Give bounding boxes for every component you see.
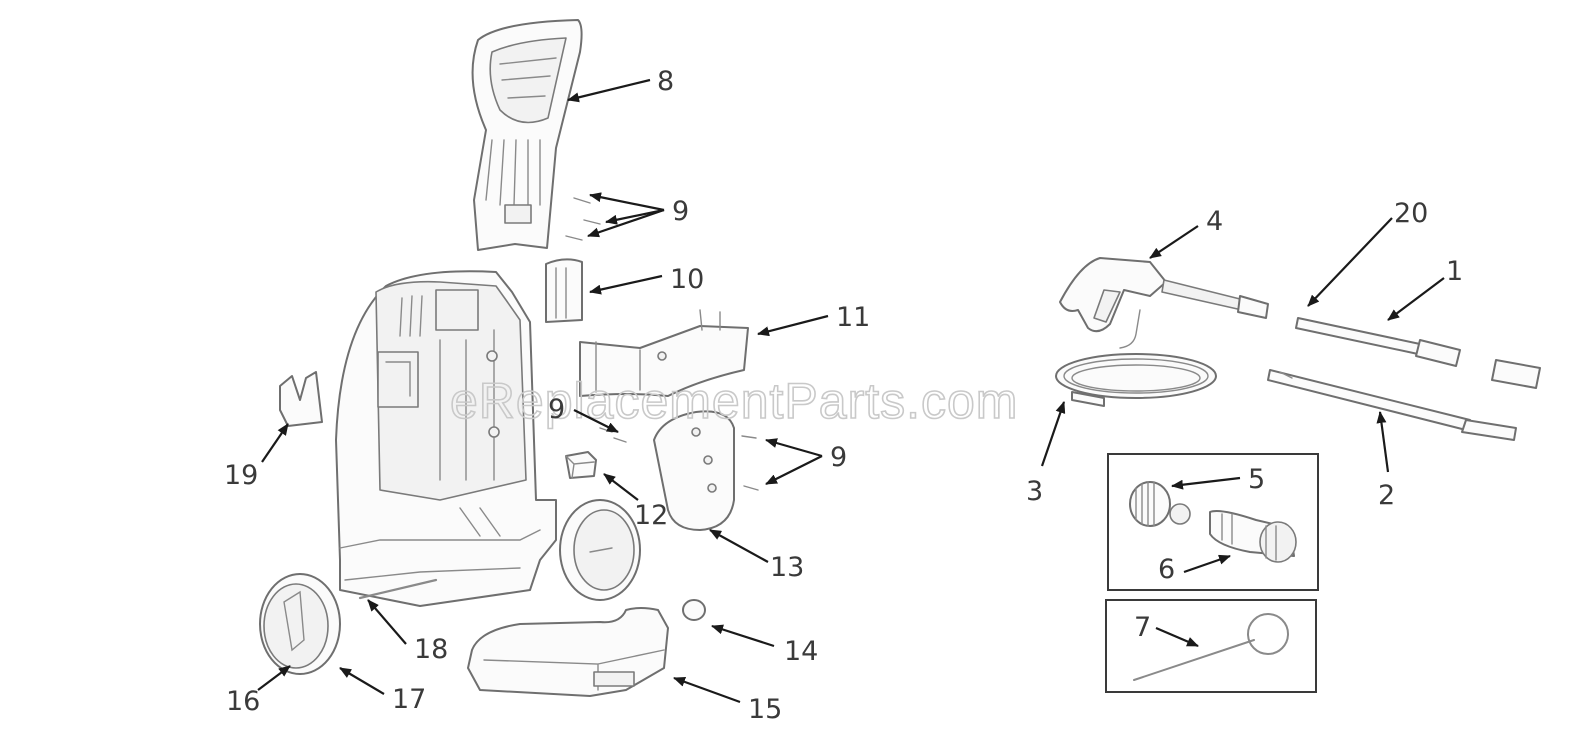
- leader-14: [711, 624, 775, 648]
- fittings-inset-box: [1107, 453, 1319, 591]
- part-6-fitting: [1209, 510, 1297, 563]
- part-5-fitting: [1129, 481, 1191, 527]
- leader-17: [339, 667, 385, 695]
- leader-12: [603, 473, 639, 501]
- callout-1: 1: [1446, 256, 1463, 287]
- part-4-spray-gun: [1059, 257, 1269, 349]
- callout-14: 14: [784, 636, 818, 667]
- callout-5: 5: [1248, 464, 1265, 495]
- watermark-text: eReplacementParts.com: [450, 373, 1018, 429]
- leader-1: [1387, 277, 1445, 321]
- leader-11: [757, 314, 829, 337]
- leader-9a-1: [589, 192, 665, 212]
- callout-6: 6: [1158, 554, 1175, 585]
- part-11-bracket: [579, 309, 749, 397]
- callout-9-mid: 9: [548, 394, 565, 425]
- part-8-handle: [471, 19, 583, 251]
- callout-9-top: 9: [672, 196, 689, 227]
- part-15-base-tray: [467, 607, 669, 697]
- leader-7: [1155, 626, 1199, 648]
- callout-7: 7: [1134, 612, 1151, 643]
- part-16-17-wheel-left: [259, 573, 341, 675]
- leader-9b: [573, 409, 619, 433]
- callout-15: 15: [748, 694, 782, 725]
- callout-labels: 8 9 10 11 9 9 12 13 14 15 16 17 18 19 4 …: [224, 66, 1463, 725]
- callout-11: 11: [836, 302, 870, 333]
- leader-9c-2: [765, 455, 823, 485]
- wheel-right: [559, 499, 641, 601]
- leader-9a-2: [605, 208, 665, 225]
- main-body-housing: [335, 270, 557, 607]
- leader-9a-3: [587, 208, 665, 238]
- part-7-needle: [1133, 613, 1289, 681]
- callout-2: 2: [1378, 480, 1395, 511]
- leader-5: [1171, 476, 1241, 490]
- leader-15: [673, 676, 741, 704]
- leader-19: [261, 423, 289, 463]
- leader-3: [1040, 401, 1066, 467]
- callout-10: 10: [670, 264, 704, 295]
- part-2-wand: [1267, 369, 1517, 441]
- part-12-cube: [565, 451, 597, 479]
- part-18-axle: [358, 578, 438, 600]
- callout-20: 20: [1394, 198, 1428, 229]
- callout-8: 8: [657, 66, 674, 97]
- part-3-hose: [1055, 353, 1217, 407]
- callout-4: 4: [1206, 206, 1223, 237]
- needle-inset-box: [1105, 599, 1317, 693]
- leader-arrows: [257, 78, 1445, 704]
- callout-19: 19: [224, 460, 258, 491]
- leader-10: [589, 274, 663, 295]
- callout-17: 17: [392, 684, 426, 715]
- part-19-hook: [279, 371, 323, 427]
- leader-13: [709, 529, 769, 563]
- part-9-screws-right: [741, 435, 759, 491]
- leader-4: [1149, 225, 1199, 259]
- leader-18: [367, 599, 407, 645]
- leader-9c-1: [765, 438, 823, 458]
- part-14-cap: [682, 599, 706, 621]
- leader-2: [1376, 411, 1390, 473]
- part-1-wand: [1295, 317, 1541, 389]
- callout-18: 18: [414, 634, 448, 665]
- callout-3: 3: [1026, 476, 1043, 507]
- callout-16: 16: [226, 686, 260, 717]
- callout-12: 12: [634, 500, 668, 531]
- callout-9-right: 9: [830, 442, 847, 473]
- part-10-block: [545, 258, 583, 323]
- leader-20: [1307, 217, 1393, 307]
- part-9-screws-top: [565, 197, 601, 241]
- callout-13: 13: [770, 552, 804, 583]
- leader-16: [257, 665, 291, 691]
- part-13-cover-panel: [653, 410, 735, 531]
- leader-8: [567, 78, 651, 103]
- leader-6: [1183, 554, 1231, 574]
